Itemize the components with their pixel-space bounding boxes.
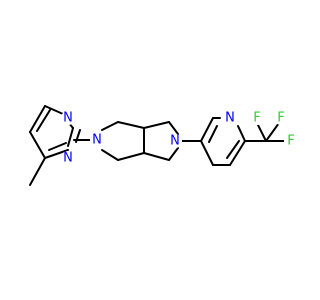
bond-pyridine-double (208, 125, 218, 143)
bond-pyridine (237, 125, 246, 142)
atom-label-f-top-right: F (277, 111, 284, 126)
bond-pyridine-double (226, 140, 240, 159)
bond-pyrrolidine (117, 121, 145, 129)
atom-label-n-pyridine: N (225, 111, 235, 126)
atom-label-n-pyrrolidine-left: N (92, 133, 102, 148)
atom-label-n-pyrrolidine-right: N (170, 134, 180, 149)
bond-pyrrolidine (143, 121, 170, 129)
atom-label-n-pyrimidine-bottom: N (63, 151, 73, 166)
bond-cf3 (256, 122, 267, 142)
bond-pyrrolidine (101, 149, 119, 161)
bond-pyrrolidine (101, 121, 119, 131)
bond-pyrrolidine (117, 152, 145, 161)
bond-pyrimidine (44, 149, 69, 159)
bond-pyrimidine (29, 105, 46, 133)
bond-pyridine (229, 140, 246, 166)
bond-pyrrolidine (168, 121, 179, 135)
pyrrolidine-n-atom: N (90, 133, 104, 148)
fluorine-atom: F (284, 134, 298, 149)
atom-labels: N N N N N F F F (61, 111, 298, 166)
fluorine-atom: F (250, 111, 264, 126)
bond-cf3 (265, 122, 280, 142)
fluorine-atom: F (274, 111, 288, 126)
pyrimidine-n-atom: N (61, 151, 75, 166)
bond-pyrimidine (67, 127, 74, 147)
bond-pyridine (200, 117, 214, 142)
bond-pyrimidine-double (48, 142, 67, 151)
atom-label-f-top-left: F (253, 111, 260, 126)
atom-label-f-right: F (287, 134, 294, 149)
chemical-structure-diagram: N N N N N F F F (29, 105, 298, 186)
bond-pyrrolidine (143, 152, 170, 161)
bonds (29, 105, 287, 186)
bond-pyrrolidine (168, 147, 179, 161)
bond-pyrimidine-double (36, 109, 51, 132)
bond-methyl (29, 157, 46, 186)
atom-label-n-pyrimidine-top: N (63, 111, 73, 126)
pyridine-n-atom: N (223, 111, 237, 126)
bond-pyrimidine (29, 131, 46, 159)
bond-pyridine (200, 140, 214, 166)
pyrimidine-n-atom: N (61, 111, 75, 126)
bond-pyrimidine (44, 105, 64, 115)
pyrrolidine-n-atom: N (168, 134, 182, 149)
